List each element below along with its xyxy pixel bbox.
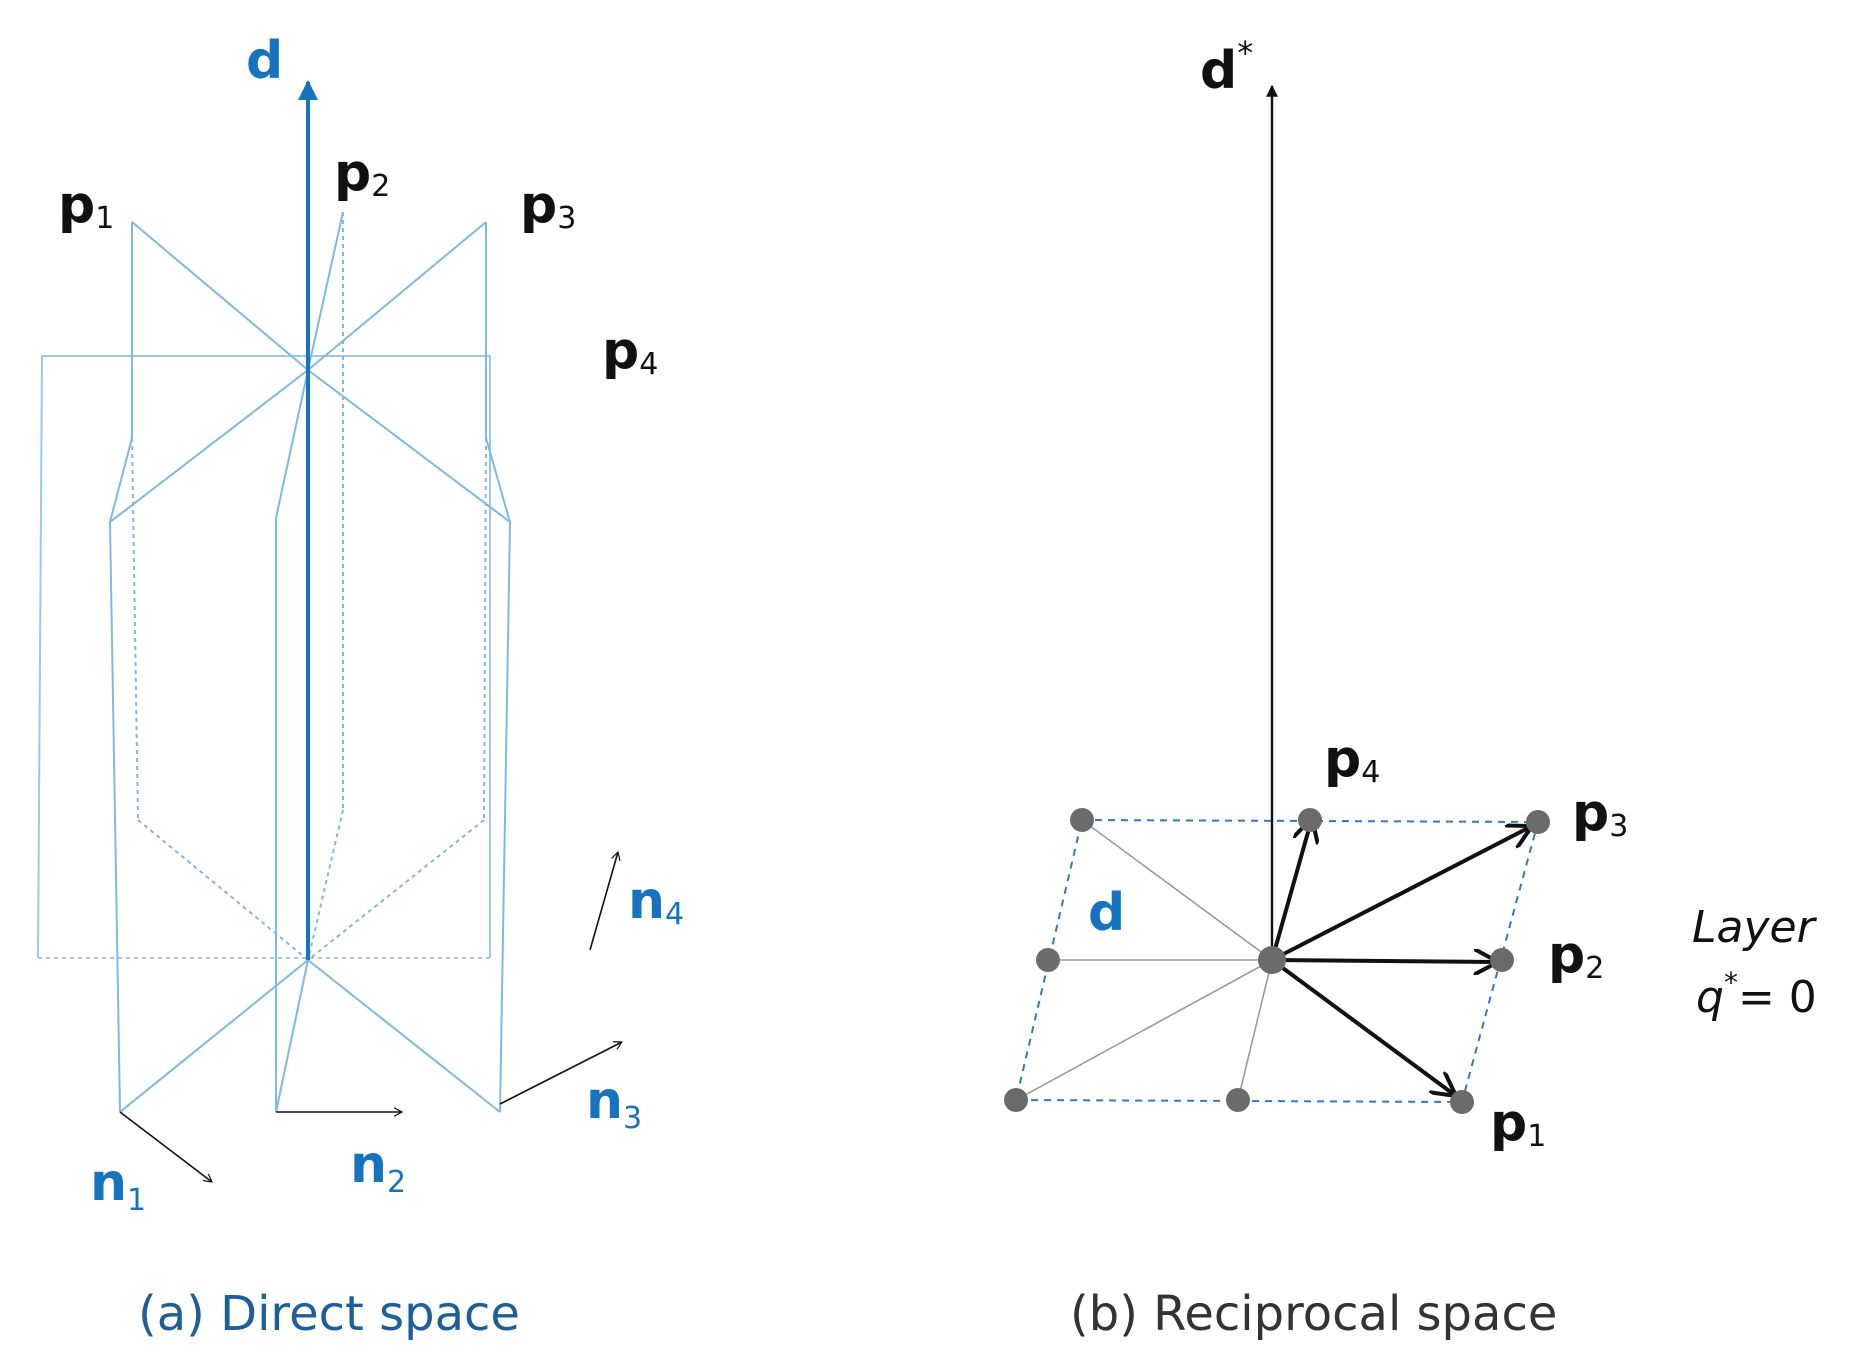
reciprocal-vector-p2 xyxy=(1271,960,1498,962)
reciprocal-vector-p1 xyxy=(1270,958,1456,1096)
reciprocal-caption: (b) Reciprocal space xyxy=(1070,1286,1557,1342)
reciprocal-p2-label: p2 xyxy=(1548,925,1604,986)
plane-p1 xyxy=(108,221,309,1113)
plane-p2 xyxy=(275,211,344,1113)
normal-n1-arrow xyxy=(119,1111,212,1182)
direct-p3-label: p3 xyxy=(520,175,576,236)
lattice-point-origin xyxy=(1258,946,1286,974)
lattice-point xyxy=(1490,948,1514,972)
plane-p4 xyxy=(37,355,491,959)
reciprocal-space-panel: d* p4 p3 p2 p1 xyxy=(1004,34,1818,1342)
direct-n2-label: n2 xyxy=(350,1135,406,1200)
lattice-point xyxy=(1226,1088,1250,1112)
lattice-point xyxy=(1004,1088,1028,1112)
reciprocal-vector-p3 xyxy=(1271,826,1532,962)
direct-n4-label: n4 xyxy=(628,871,684,932)
reciprocal-dstar-label: d* xyxy=(1200,34,1253,101)
direct-n3-label: n3 xyxy=(586,1071,642,1136)
reciprocal-p4-label: p4 xyxy=(1324,729,1380,790)
lattice-points xyxy=(1004,808,1550,1114)
direct-caption: (a) Direct space xyxy=(138,1286,520,1342)
direct-p2-label: p2 xyxy=(334,143,390,204)
normal-n4-arrow xyxy=(589,852,618,951)
plane-p3 xyxy=(307,221,512,1113)
layer-equation: q*= 0 xyxy=(1696,966,1817,1023)
lattice-lines xyxy=(1015,819,1273,1101)
reciprocal-cell-d-label: d xyxy=(1088,883,1125,943)
direct-space-panel: d p1 p2 p3 p4 n1 n2 n3 n4 (a) xyxy=(37,31,684,1342)
direct-n1-label: n1 xyxy=(90,1153,146,1218)
reciprocal-vector-p4 xyxy=(1270,818,1312,961)
lattice-point xyxy=(1526,810,1550,834)
lattice-point xyxy=(1036,948,1060,972)
reciprocal-p3-label: p3 xyxy=(1572,783,1628,844)
lattice-point xyxy=(1450,1090,1474,1114)
direct-d-label: d xyxy=(246,31,283,91)
reciprocal-p1-label: p1 xyxy=(1490,1093,1546,1154)
direct-p1-label: p1 xyxy=(58,175,114,236)
direct-p4-label: p4 xyxy=(602,321,658,382)
lattice-point xyxy=(1298,808,1322,832)
lattice-point xyxy=(1070,808,1094,832)
normal-n3-arrow xyxy=(499,1042,622,1105)
layer-title: Layer xyxy=(1692,902,1818,953)
